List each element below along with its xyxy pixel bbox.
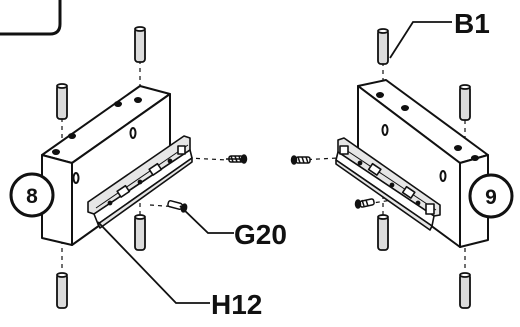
- callout-g20: G20: [179, 205, 287, 250]
- dowel-left-mid: [134, 214, 146, 251]
- step-8-number: 8: [26, 185, 38, 208]
- dowel-left-bottom: [56, 272, 68, 309]
- drawer-slide-left: [87, 135, 193, 229]
- right-assembly: 9: [290, 28, 514, 309]
- dowel-left-upper: [56, 83, 68, 120]
- dowel-right-upper: [459, 84, 471, 121]
- left-assembly: 8: [9, 26, 248, 309]
- step-9-number: 9: [485, 186, 497, 209]
- callout-h12: H12: [97, 221, 262, 320]
- label-b1: B1: [454, 8, 490, 39]
- label-g20: G20: [234, 219, 287, 250]
- step-9-marker: 9: [468, 173, 514, 219]
- step-8-marker: 8: [9, 172, 55, 218]
- screw-right-lower: [354, 198, 375, 209]
- dowel-right-bottom: [459, 272, 471, 309]
- label-h12: H12: [211, 289, 262, 320]
- dowel-right-top: [377, 28, 389, 65]
- screw-left-upper: [226, 154, 248, 164]
- screw-right-upper: [290, 155, 311, 165]
- dowel-left-top: [134, 26, 146, 63]
- previous-step-box-fragment: [0, 0, 62, 36]
- drawer-slide-right: [335, 137, 441, 231]
- callout-b1: B1: [389, 8, 490, 59]
- dowel-right-mid: [377, 214, 389, 251]
